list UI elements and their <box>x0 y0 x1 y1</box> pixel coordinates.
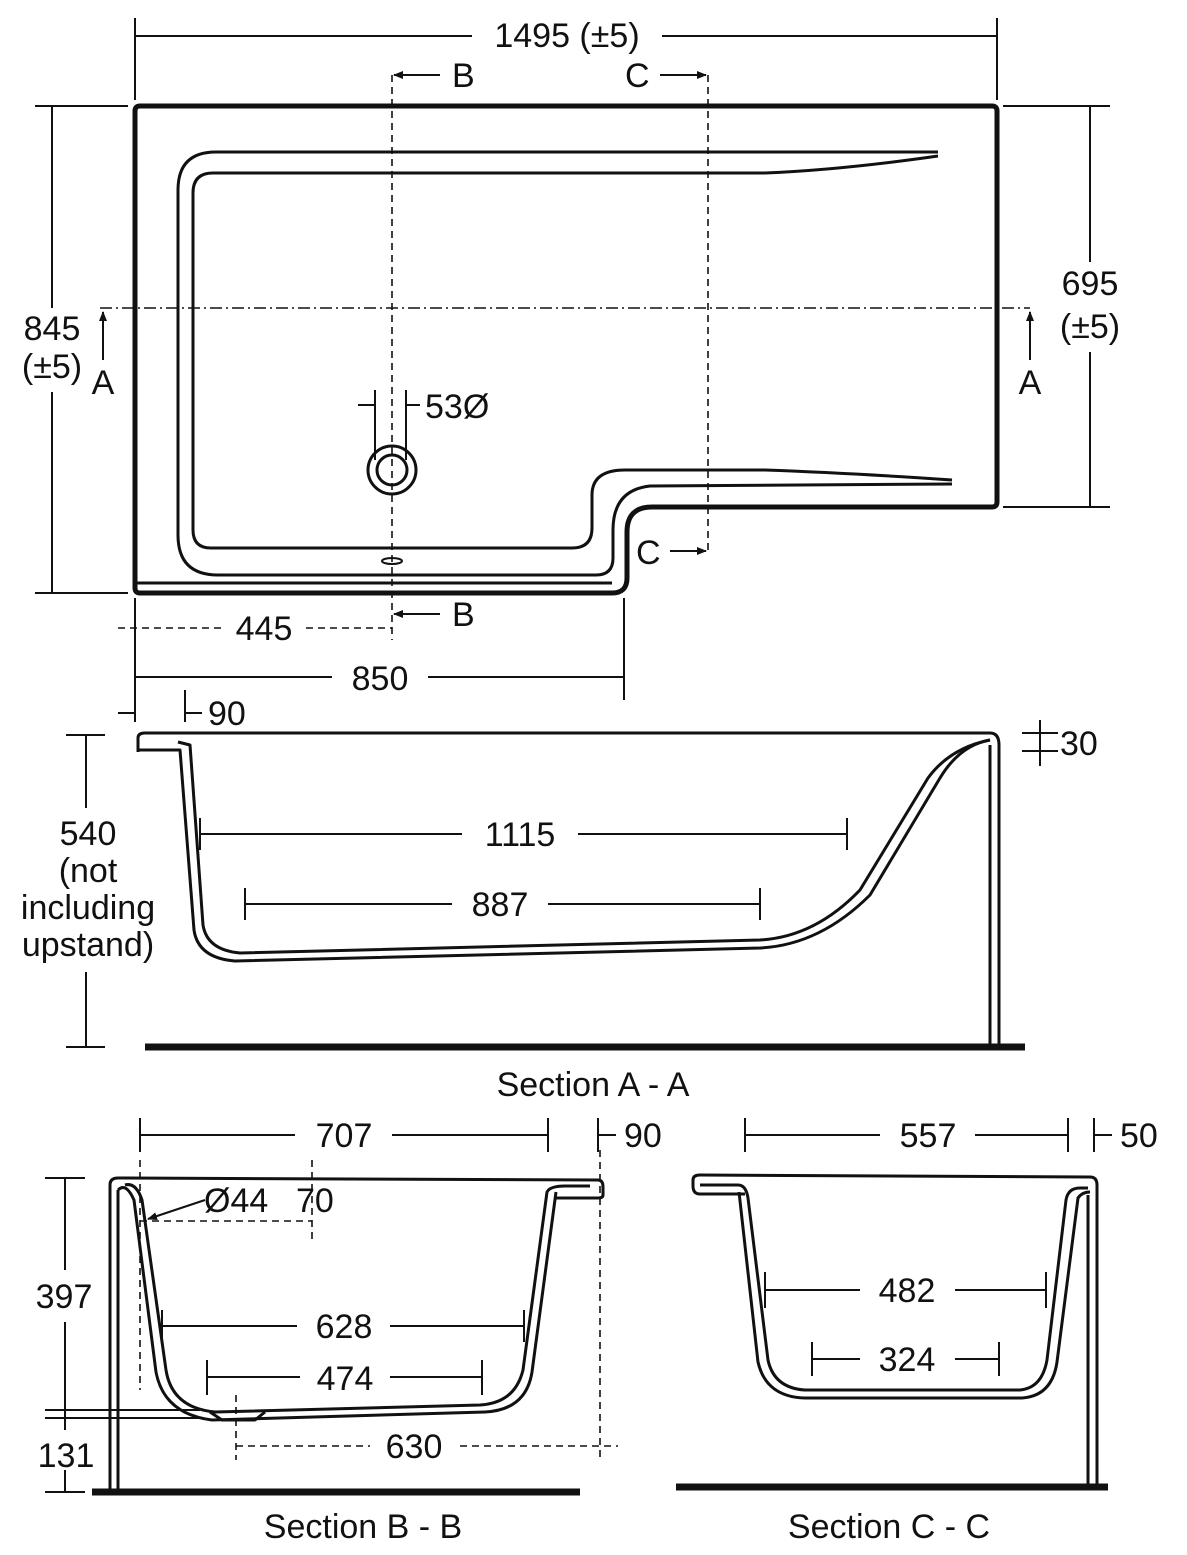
shower-area-dimension: 850 <box>134 598 625 700</box>
section-c-width-dimension: 557 <box>744 1117 1069 1155</box>
plan-left-height-dimension: 845 (±5) <box>22 105 128 594</box>
section-c-marker-top: C <box>625 57 707 95</box>
section-c-rim-label: 50 <box>1120 1117 1158 1155</box>
svg-text:B: B <box>452 57 475 95</box>
section-b-overflow-dimension: Ø44 70 <box>139 1160 334 1390</box>
waste-diameter-dimension: 53Ø <box>358 388 489 460</box>
section-b-474-dimension: 474 <box>206 1360 483 1398</box>
svg-text:(not: (not <box>59 852 118 890</box>
section-b-630-dimension: 630 <box>235 1150 618 1466</box>
svg-text:A: A <box>92 364 115 402</box>
section-b-width-dimension: 707 <box>139 1117 549 1155</box>
section-b-b: 707 90 Ø44 70 628 <box>36 1117 662 1546</box>
section-c-482-label: 482 <box>879 1272 936 1310</box>
section-b-width-label: 707 <box>316 1117 373 1155</box>
svg-text:C: C <box>625 57 650 95</box>
section-b-overflow-drop-label: 70 <box>296 1182 334 1220</box>
section-a-rim-label: 90 <box>208 695 246 733</box>
bath-basin-line <box>191 171 765 550</box>
section-b-630-label: 630 <box>386 1428 443 1466</box>
plan-left-height-label: 845 <box>24 310 81 348</box>
section-c-shell-outer <box>691 1173 1099 1487</box>
section-a-a: 90 30 540 (not including upstand) <box>21 690 1098 1104</box>
section-a-upstand-dimension: 30 <box>1022 720 1098 766</box>
waste-diameter-label: 53Ø <box>425 388 489 426</box>
section-c-324-dimension: 324 <box>811 1341 1000 1379</box>
svg-text:C: C <box>636 534 661 572</box>
section-b-depth-label: 397 <box>36 1278 93 1316</box>
section-a-887-dimension: 887 <box>244 886 761 924</box>
section-b-overflow-label: Ø44 <box>204 1182 268 1220</box>
bath-rim-line <box>176 150 953 577</box>
svg-text:upstand): upstand) <box>22 926 154 964</box>
section-b-628-label: 628 <box>316 1308 373 1346</box>
section-a-marker-left: A <box>92 311 115 402</box>
section-b-rim-dimension: 90 <box>597 1117 662 1155</box>
section-b-marker-bottom: B <box>393 596 475 634</box>
section-b-474-label: 474 <box>317 1360 374 1398</box>
section-b-shell-outer <box>108 1176 605 1495</box>
section-a-marker-right: A <box>1019 311 1042 402</box>
plan-left-height-tolerance: (±5) <box>22 348 82 386</box>
plan-right-height-dimension: 695 (±5) <box>1003 105 1120 508</box>
section-c-shell-inner <box>700 1183 1088 1392</box>
section-c-caption: Section C - C <box>788 1508 990 1546</box>
section-b-caption: Section B - B <box>264 1508 462 1546</box>
section-b-waste <box>209 1410 266 1422</box>
svg-text:540: 540 <box>60 815 117 853</box>
section-c-width-label: 557 <box>900 1117 957 1155</box>
section-a-caption: Section A - A <box>497 1066 690 1104</box>
waste-offset-label: 445 <box>236 610 293 648</box>
section-a-shell-inner <box>138 738 991 963</box>
plan-width-label: 1495 (±5) <box>494 17 639 55</box>
section-c-rim-dimension: 50 <box>1093 1117 1158 1155</box>
plan-right-height-label: 695 <box>1062 265 1119 303</box>
section-a-upstand-label: 30 <box>1060 725 1098 763</box>
section-b-628-dimension: 628 <box>161 1308 525 1346</box>
section-a-887-label: 887 <box>472 886 529 924</box>
section-b-depth-dimension: 397 131 <box>36 1177 200 1493</box>
shower-area-label: 850 <box>352 660 409 698</box>
section-b-rim-label: 90 <box>624 1117 662 1155</box>
section-c-marker-bottom: C <box>636 534 707 572</box>
svg-text:including: including <box>21 889 155 927</box>
section-a-rim-dimension: 90 <box>118 690 246 733</box>
bath-outline <box>132 103 1000 596</box>
waste-offset-dimension: 445 <box>118 610 392 648</box>
plan-width-dimension: 1495 (±5) <box>134 17 998 100</box>
section-c-c: 557 50 482 324 Section C - C <box>676 1117 1158 1546</box>
plan-right-height-tolerance: (±5) <box>1060 308 1120 346</box>
svg-text:B: B <box>452 596 475 634</box>
section-a-1115-dimension: 1115 <box>199 816 848 854</box>
plan-view: 1495 (±5) 845 (±5) 695 (±5) <box>22 17 1120 700</box>
section-b-marker-top: B <box>393 57 475 95</box>
section-a-1115-label: 1115 <box>485 816 556 854</box>
section-c-324-label: 324 <box>879 1341 936 1379</box>
section-b-shell-inner <box>124 1183 590 1414</box>
svg-text:A: A <box>1019 364 1042 402</box>
section-b-base-label: 131 <box>38 1437 95 1475</box>
section-c-482-dimension: 482 <box>764 1272 1047 1310</box>
section-a-shell-outer <box>136 731 1001 1045</box>
section-a-height-dimension: 540 (not including upstand) <box>21 734 155 1048</box>
